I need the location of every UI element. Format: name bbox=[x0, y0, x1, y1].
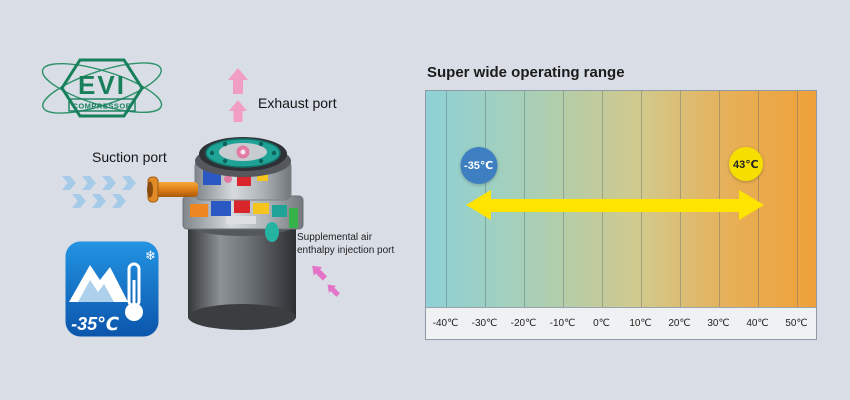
suction-port-label: Suction port bbox=[92, 149, 167, 165]
logo-text-evi: EVI bbox=[78, 70, 126, 100]
x-tick-label: 10℃ bbox=[629, 318, 652, 329]
x-axis: -40℃ -30℃ -20℃ -10℃ 0℃ 10℃ 20℃ 30℃ 40℃ 5… bbox=[426, 307, 816, 339]
x-tick-label: -30℃ bbox=[471, 318, 498, 329]
gridline bbox=[445, 91, 447, 308]
cold-badge-temp: -35℃ bbox=[71, 314, 119, 334]
logo-text-compressor: COMPRESSOR bbox=[72, 101, 131, 110]
chart-plot-area: -35℃ 43℃ bbox=[426, 91, 816, 308]
exhaust-port-label: Exhaust port bbox=[258, 95, 337, 111]
operating-range-chart: -35℃ 43℃ -40℃ -30℃ -20℃ -10℃ 0℃ 10℃ 20℃ … bbox=[425, 90, 817, 340]
supplemental-port-label-line2: enthalpy injection port bbox=[297, 245, 395, 256]
logo-orbits-icon bbox=[41, 62, 163, 114]
supplemental-port-label: Supplemental air enthalpy injection port bbox=[297, 231, 417, 257]
low-temp-badge: ❄ -35℃ bbox=[65, 241, 159, 337]
x-tick-label: -40℃ bbox=[432, 318, 459, 329]
gridline bbox=[796, 91, 798, 308]
x-tick-label: -10℃ bbox=[549, 318, 576, 329]
snowflake-icon: ❄ bbox=[145, 248, 156, 263]
x-tick-label: 30℃ bbox=[707, 318, 730, 329]
evi-logo: EVI COMPRESSOR bbox=[41, 58, 163, 118]
compressor-illustration bbox=[62, 68, 340, 330]
chart-title: Super wide operating range bbox=[427, 64, 625, 81]
compressor-panel: EVI COMPRESSOR bbox=[0, 0, 420, 400]
supplemental-arrows-icon bbox=[312, 265, 340, 297]
max-temp-badge: 43℃ bbox=[728, 147, 763, 181]
x-tick-label: 50℃ bbox=[785, 318, 808, 329]
snow-mountain-icon bbox=[69, 265, 128, 302]
logo-text-frame bbox=[68, 98, 136, 112]
x-tick-label: 40℃ bbox=[746, 318, 769, 329]
supplemental-port-label-line1: Supplemental air bbox=[297, 232, 373, 243]
exhaust-arrows-icon bbox=[228, 68, 248, 122]
suction-arrows-icon bbox=[62, 176, 136, 208]
x-tick-label: -20℃ bbox=[510, 318, 537, 329]
min-temp-badge: -35℃ bbox=[460, 147, 498, 184]
x-tick-label: 20℃ bbox=[668, 318, 691, 329]
range-arrow-icon bbox=[466, 190, 764, 220]
thermometer-icon bbox=[125, 262, 143, 321]
logo-hexagon-icon bbox=[60, 58, 144, 118]
x-tick-label: 0℃ bbox=[593, 318, 610, 329]
compressor-body bbox=[147, 137, 304, 330]
